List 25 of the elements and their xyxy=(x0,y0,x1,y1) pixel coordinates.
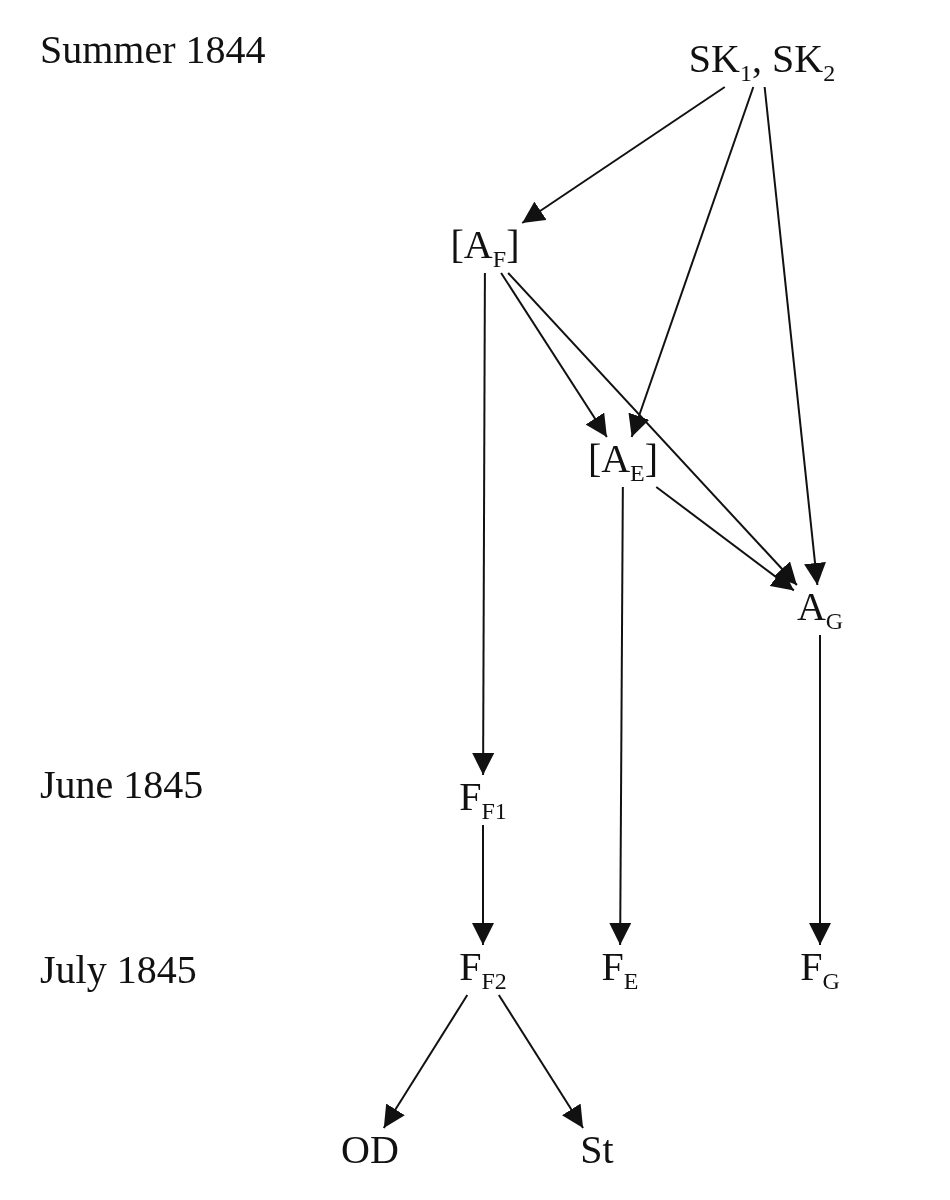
arrow xyxy=(655,486,795,592)
arrow xyxy=(472,272,495,776)
arrow xyxy=(507,272,798,586)
manuscript-label: [A$_{E}$] xyxy=(584,437,662,487)
arrow xyxy=(809,634,831,946)
date-label: June 1845 xyxy=(40,765,204,805)
manuscript-label: OD xyxy=(338,1128,402,1172)
manuscript-label: F$_{E}$ xyxy=(598,945,642,995)
arrow xyxy=(521,86,726,224)
manuscript-label: SK$_{1}$, SK$_{2}$ xyxy=(685,37,839,87)
arrow xyxy=(500,272,608,438)
date-label: Summer 1844 xyxy=(40,30,266,70)
manuscript-label: F$_{F1}$ xyxy=(456,775,510,825)
arrow xyxy=(763,86,826,586)
manuscript-label: [A$_{F}$] xyxy=(447,223,523,273)
arrow xyxy=(382,994,469,1129)
arrow xyxy=(609,486,632,946)
arrow xyxy=(497,994,585,1129)
manuscript-label: F$_{G}$ xyxy=(797,945,843,995)
arrow xyxy=(628,86,755,438)
manuscript-label: F$_{F2}$ xyxy=(456,945,510,995)
arrow xyxy=(472,824,494,946)
manuscript-label: A$_{G}$ xyxy=(793,585,847,635)
date-label: July 1845 xyxy=(40,950,197,990)
manuscript-label: St xyxy=(577,1128,617,1172)
